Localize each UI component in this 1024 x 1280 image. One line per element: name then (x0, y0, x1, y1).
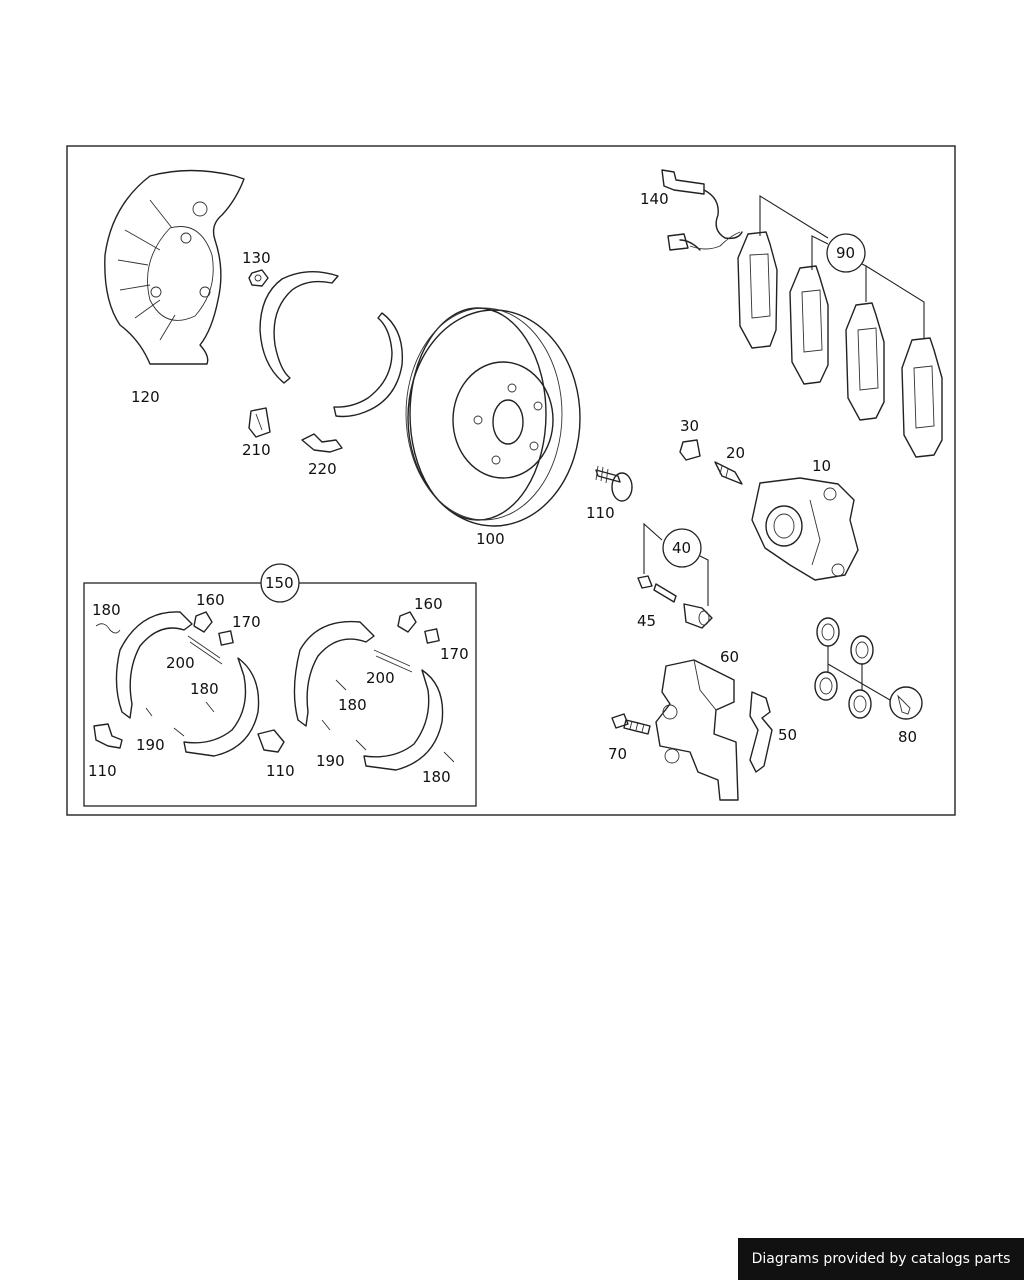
part-screw-110 (595, 465, 633, 502)
part-spring-clip-50 (749, 691, 773, 773)
callout-170-right: 170 (440, 645, 469, 663)
callout-30: 30 (680, 417, 699, 435)
part-bleed-cap-30 (679, 439, 701, 461)
callout-180-right-bottom: 180 (422, 768, 451, 786)
part-wear-sensor (661, 169, 743, 251)
callout-200-right: 200 (366, 669, 395, 687)
leader-lines-80 (827, 646, 891, 701)
part-bolt-70 (611, 713, 651, 735)
callout-90: 90 (836, 244, 855, 262)
callout-140: 140 (640, 190, 669, 208)
part-caliper-carrier (655, 659, 739, 801)
callout-180-left-mid: 180 (190, 680, 219, 698)
callout-150: 150 (265, 574, 294, 592)
callout-40: 40 (672, 539, 691, 557)
callout-circle-150 (260, 563, 300, 603)
callout-210: 210 (242, 441, 271, 459)
callout-70: 70 (608, 745, 627, 763)
callout-180-left-top: 180 (92, 601, 121, 619)
part-caliper (751, 477, 859, 581)
callout-circle-40 (662, 528, 702, 568)
callout-180-right-mid: 180 (338, 696, 367, 714)
part-brake-shoe-lower (333, 312, 404, 418)
part-bracket-210 (248, 407, 271, 438)
part-brake-shoe-upper (259, 271, 339, 384)
part-adjuster-220 (301, 433, 343, 453)
callout-110-left: 110 (88, 762, 117, 780)
callout-220: 220 (308, 460, 337, 478)
part-guide-pin-45 (637, 575, 713, 629)
part-brake-pads (737, 231, 943, 458)
callout-110-main: 110 (586, 504, 615, 522)
callout-170-left: 170 (232, 613, 261, 631)
callout-130: 130 (242, 249, 271, 267)
callout-160-right: 160 (414, 595, 443, 613)
part-nut-130 (248, 269, 269, 287)
callout-80: 80 (898, 728, 917, 746)
part-bleeder-valve-20 (714, 461, 743, 485)
diagram-frame (66, 145, 956, 816)
callout-60: 60 (720, 648, 739, 666)
callout-190-right: 190 (316, 752, 345, 770)
callout-110-center: 110 (266, 762, 295, 780)
callout-circle-90 (826, 233, 866, 273)
leader-lines-90 (759, 195, 925, 338)
callout-200-left: 200 (166, 654, 195, 672)
callout-120: 120 (131, 388, 160, 406)
leader-lines-40 (643, 522, 709, 606)
callout-45: 45 (637, 612, 656, 630)
kit-left-group (93, 611, 285, 757)
callout-20: 20 (726, 444, 745, 462)
callout-100: 100 (476, 530, 505, 548)
kit-right-group (293, 611, 455, 771)
part-dust-shield (104, 169, 245, 365)
part-brake-disc (405, 307, 581, 527)
callout-50: 50 (778, 726, 797, 744)
part-seal-kit (814, 617, 923, 720)
callout-190-left: 190 (136, 736, 165, 754)
callout-10: 10 (812, 457, 831, 475)
footer-credit: Diagrams provided by catalogs parts (738, 1238, 1024, 1280)
callout-160-left: 160 (196, 591, 225, 609)
